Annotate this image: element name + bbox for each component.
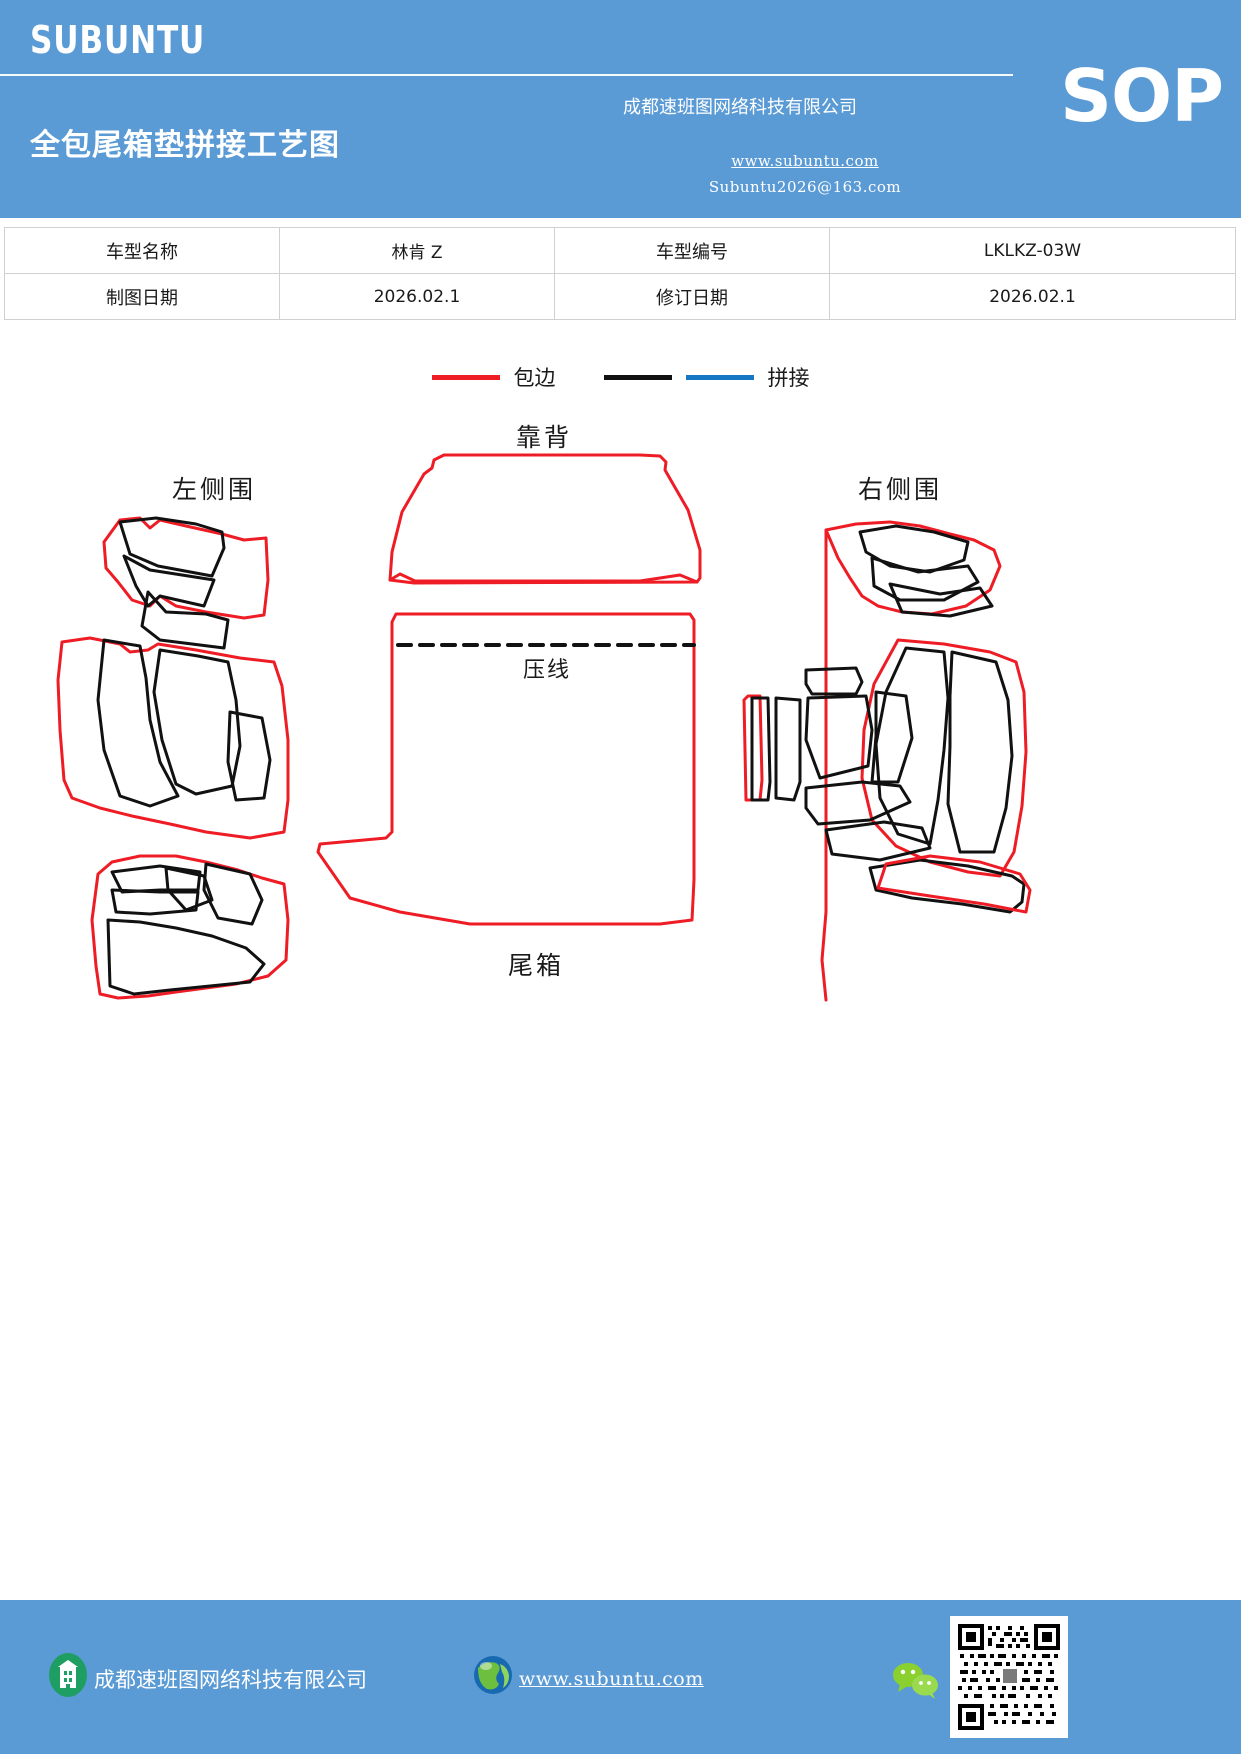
header-divider <box>0 74 1013 76</box>
document-footer: 成都速班图网络科技有限公司 www.subuntu.com <box>0 1600 1241 1754</box>
label-model-code: 车型编号 <box>554 227 830 274</box>
legend-swatch-red-icon <box>431 374 500 380</box>
brand-logo-text: SUBUNTU <box>30 18 206 62</box>
legend-item-binding: 包边 <box>431 362 556 392</box>
label-backrest: 靠背 <box>516 423 573 452</box>
label-model-name: 车型名称 <box>4 227 280 274</box>
qr-code <box>950 1616 1068 1738</box>
label-left-side-panel: 左侧围 <box>172 475 257 504</box>
globe-icon <box>472 1654 514 1696</box>
label-crease-line: 压线 <box>523 658 572 683</box>
technical-drawing <box>0 400 1241 1060</box>
legend-item-splice: 拼接 <box>603 362 810 392</box>
label-right-side-panel: 右侧围 <box>858 475 943 504</box>
piece-backrest <box>388 453 702 585</box>
header-website-link[interactable]: www.subuntu.com <box>731 152 879 170</box>
header-company-name: 成都速班图网络科技有限公司 <box>623 97 857 118</box>
building-icon <box>48 1652 88 1698</box>
piece-right-side <box>742 520 1032 1002</box>
page-title: 全包尾箱垫拼接工艺图 <box>30 128 340 163</box>
piece-trunk <box>316 612 696 926</box>
label-revision-date: 修订日期 <box>554 273 830 320</box>
table-row: 制图日期 2026.02.1 修订日期 2026.02.1 <box>4 273 1236 320</box>
value-model-name: 林肯 Z <box>279 227 555 274</box>
document-header: SUBUNTU 全包尾箱垫拼接工艺图 成都速班图网络科技有限公司 SOP www… <box>0 0 1241 218</box>
pattern-pieces-svg <box>56 453 1032 1002</box>
legend-label-binding: 包边 <box>513 366 556 390</box>
legend: 包边 拼接 <box>0 362 1241 392</box>
sop-badge: SOP <box>1060 54 1224 138</box>
value-revision-date: 2026.02.1 <box>829 273 1236 320</box>
label-trunk: 尾箱 <box>508 951 565 980</box>
footer-company-name: 成都速班图网络科技有限公司 <box>94 1668 367 1692</box>
label-draw-date: 制图日期 <box>4 273 280 320</box>
legend-swatch-black-icon <box>603 374 672 380</box>
piece-left-side <box>56 516 290 1000</box>
legend-swatch-blue-icon <box>685 374 754 380</box>
vehicle-info-table: 车型名称 林肯 Z 车型编号 LKLKZ-03W 制图日期 2026.02.1 … <box>4 227 1236 320</box>
value-model-code: LKLKZ-03W <box>829 227 1236 274</box>
legend-label-splice: 拼接 <box>767 366 810 390</box>
value-draw-date: 2026.02.1 <box>279 273 555 320</box>
table-row: 车型名称 林肯 Z 车型编号 LKLKZ-03W <box>4 227 1236 274</box>
footer-website-link[interactable]: www.subuntu.com <box>519 1668 704 1690</box>
header-email: Subuntu2026@163.com <box>708 178 902 196</box>
wechat-icon <box>890 1660 944 1700</box>
